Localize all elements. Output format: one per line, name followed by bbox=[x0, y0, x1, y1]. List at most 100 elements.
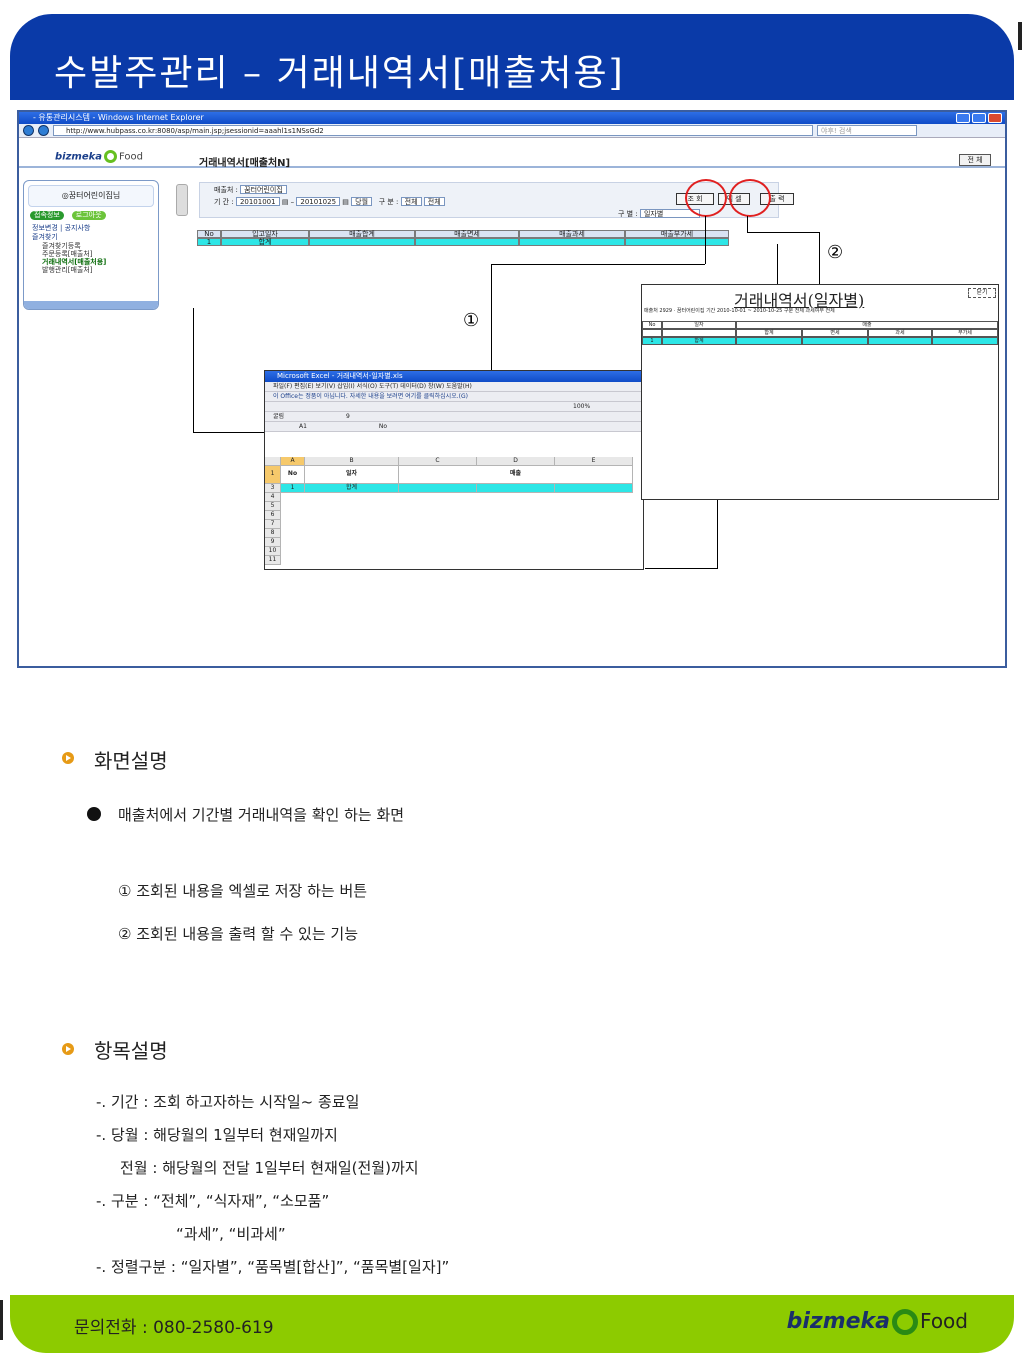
connector-line bbox=[645, 568, 718, 569]
formula-input[interactable]: No bbox=[378, 423, 388, 430]
url-input[interactable]: http://www.hubpass.co.kr:8080/asp/main.j… bbox=[53, 125, 813, 136]
grid-header-row: No 입고일자 매출합계 매출면세 매출과세 매출부가세 bbox=[197, 230, 729, 238]
calendar-icon[interactable]: ▤ bbox=[342, 198, 349, 206]
sheet-row: 7 bbox=[265, 520, 643, 529]
minimize-icon[interactable] bbox=[956, 113, 970, 123]
connector-line bbox=[193, 432, 265, 433]
contact-phone: 문의전화 : 080-2580-619 bbox=[74, 1318, 274, 1338]
window-controls bbox=[956, 113, 1002, 123]
grid-cell bbox=[309, 238, 415, 246]
grid-cell bbox=[519, 238, 625, 246]
section-arrow-icon bbox=[62, 1043, 74, 1055]
marker-two: ② bbox=[827, 242, 844, 263]
connector-line bbox=[777, 244, 778, 284]
grid-header-cell: No bbox=[197, 230, 221, 238]
connector-line bbox=[819, 232, 820, 284]
sidebar-sub-statement[interactable]: 거래내역서[매출처용] bbox=[42, 258, 107, 266]
sheet-row: 6 bbox=[265, 511, 643, 520]
footer-edge-mark bbox=[0, 1300, 3, 1340]
browser-window-title: - 유통관리시스템 - Windows Internet Explorer bbox=[33, 113, 204, 122]
field-desc-5: “과세”, “비과세” bbox=[176, 1225, 286, 1243]
grid-header-cell: 매출면세 bbox=[415, 230, 519, 238]
field-desc-3: 전월 : 해당월의 전달 1일부터 현재일(전월)까지 bbox=[120, 1159, 419, 1177]
close-icon[interactable] bbox=[988, 113, 1002, 123]
preview-header-row: No 일자 매출 bbox=[642, 321, 998, 329]
sheet-subheader-row: 3 1 합계 bbox=[265, 484, 643, 493]
table-row[interactable]: 1 합계 bbox=[197, 238, 729, 246]
preview-subtitle: 매출처 2929 · 꿈터어린이집 기간 2010-10-01 ~ 2010-1… bbox=[644, 308, 835, 314]
period-row: 기 간 : 20101001 ▤ – 20101025 ▤ 당월 구 분 : 전… bbox=[214, 197, 445, 207]
customer-row: 매출처 : 꿈터어린이집 bbox=[214, 185, 287, 195]
sidebar-sub-order[interactable]: 주문등록[매출처] bbox=[42, 250, 93, 258]
sidebar: ◎꿈터어린이집님 접속정보 로그아웃 정보변경 | 공지사항 즐겨찾기 즐겨찾기… bbox=[23, 180, 159, 310]
preview-close-button[interactable]: 닫기 bbox=[968, 288, 996, 298]
print-preview: 거래내역서(일자별) 닫기 매출처 2929 · 꿈터어린이집 기간 2010-… bbox=[641, 284, 999, 500]
sidebar-user: ◎꿈터어린이집님 bbox=[28, 185, 154, 207]
maximize-icon[interactable] bbox=[972, 113, 986, 123]
sidebar-buttons: 접속정보 로그아웃 bbox=[24, 211, 158, 220]
browser-address-bar: http://www.hubpass.co.kr:8080/asp/main.j… bbox=[19, 124, 1005, 138]
month-select[interactable]: 당월 bbox=[351, 197, 373, 206]
name-box[interactable]: A1 bbox=[299, 423, 307, 430]
sort-row: 구 별 : 일자별 bbox=[618, 209, 700, 219]
sheet-header-row: 1 No 일자 매출 bbox=[265, 466, 643, 484]
forward-icon[interactable] bbox=[38, 125, 49, 136]
view-all-button[interactable]: 전 체 bbox=[959, 154, 991, 166]
marker-one: ① bbox=[463, 310, 480, 331]
field-desc-1: -. 기간 : 조회 하고자하는 시작일~ 종료일 bbox=[96, 1093, 360, 1111]
sidebar-toggle-handle[interactable] bbox=[176, 184, 188, 216]
excel-sheet: A B C D E 1 No 일자 매출 3 1 합계 4 5 bbox=[265, 457, 643, 565]
sheet-row: 8 bbox=[265, 529, 643, 538]
sidebar-item-info[interactable]: 정보변경 | 공지사항 bbox=[32, 224, 91, 232]
grid-cell bbox=[415, 238, 519, 246]
login-info-button[interactable]: 접속정보 bbox=[30, 211, 64, 220]
header-edge-mark bbox=[1018, 22, 1022, 50]
logout-button[interactable]: 로그아웃 bbox=[71, 211, 106, 220]
sheet-row: 11 bbox=[265, 556, 643, 565]
fields-desc-title: 항목설명 bbox=[94, 1039, 168, 1063]
section-arrow-icon bbox=[62, 752, 74, 764]
category-select[interactable]: 전체 bbox=[400, 197, 422, 206]
customer-field[interactable]: 꿈터어린이집 bbox=[240, 185, 287, 194]
desc-item-1: ① 조회된 내용을 엑셀로 저장 하는 버튼 bbox=[118, 882, 368, 900]
font-select[interactable]: 굴림 bbox=[273, 413, 285, 420]
back-icon[interactable] bbox=[23, 125, 34, 136]
excel-titlebar: Microsoft Excel - 거래내역서-일자별.xls bbox=[265, 371, 643, 382]
date-from-input[interactable]: 20101001 bbox=[235, 197, 280, 206]
calendar-icon[interactable]: ▤ bbox=[281, 198, 289, 206]
screen-desc-text: 매출처에서 기간별 거래내역을 확인 하는 화면 bbox=[118, 806, 405, 824]
sidebar-item-favorites[interactable]: 즐겨찾기 bbox=[32, 233, 58, 241]
excel-window: Microsoft Excel - 거래내역서-일자별.xls 파일(F) 편집… bbox=[264, 370, 644, 570]
browser-search-input[interactable]: 야후! 검색 bbox=[817, 125, 917, 136]
zoom-level[interactable]: 100% bbox=[573, 403, 591, 410]
formula-bar: A1 No bbox=[265, 422, 643, 432]
screenshot-frame: - 유통관리시스템 - Windows Internet Explorer ht… bbox=[17, 110, 1007, 668]
excel-format-toolbar: 굴림 9 bbox=[265, 412, 643, 422]
grid-header-cell: 매출부가세 bbox=[625, 230, 729, 238]
preview-title: 거래내역서(일자별) bbox=[734, 291, 865, 310]
sheet-row: 10 bbox=[265, 547, 643, 556]
sidebar-footer bbox=[24, 301, 158, 309]
grid-cell bbox=[625, 238, 729, 246]
bullet-icon bbox=[87, 807, 101, 821]
connector-line bbox=[491, 264, 705, 265]
column-header-row: A B C D E bbox=[265, 457, 643, 466]
tax-select[interactable]: 전체 bbox=[423, 197, 445, 206]
excel-notice[interactable]: 이 Office는 정품이 아닙니다. 자세한 내용을 보려면 여기를 클릭하십… bbox=[265, 392, 643, 402]
page-header: 수발주관리 – 거래내역서[매출처용] bbox=[10, 14, 1014, 100]
sheet-row: 4 bbox=[265, 493, 643, 502]
logo-ring-icon bbox=[892, 1309, 919, 1335]
grid-header-cell: 매출합계 bbox=[309, 230, 415, 238]
font-size-select[interactable]: 9 bbox=[345, 413, 350, 420]
excel-standard-toolbar: 100% bbox=[265, 402, 643, 412]
logo-ring-icon bbox=[104, 150, 118, 163]
date-to-input[interactable]: 20101025 bbox=[296, 197, 341, 206]
grid-cell: 합계 bbox=[221, 238, 309, 246]
screen-desc-title: 화면설명 bbox=[94, 749, 168, 773]
sidebar-sub-issue[interactable]: 발행관리[매출처] bbox=[42, 266, 93, 274]
browser-titlebar: - 유통관리시스템 - Windows Internet Explorer bbox=[19, 112, 1005, 124]
sidebar-sub-fav-register[interactable]: 즐겨찾기등록 bbox=[42, 242, 81, 250]
excel-menu-bar[interactable]: 파일(F) 편집(E) 보기(V) 삽입(I) 서식(O) 도구(T) 데이터(… bbox=[265, 382, 643, 392]
